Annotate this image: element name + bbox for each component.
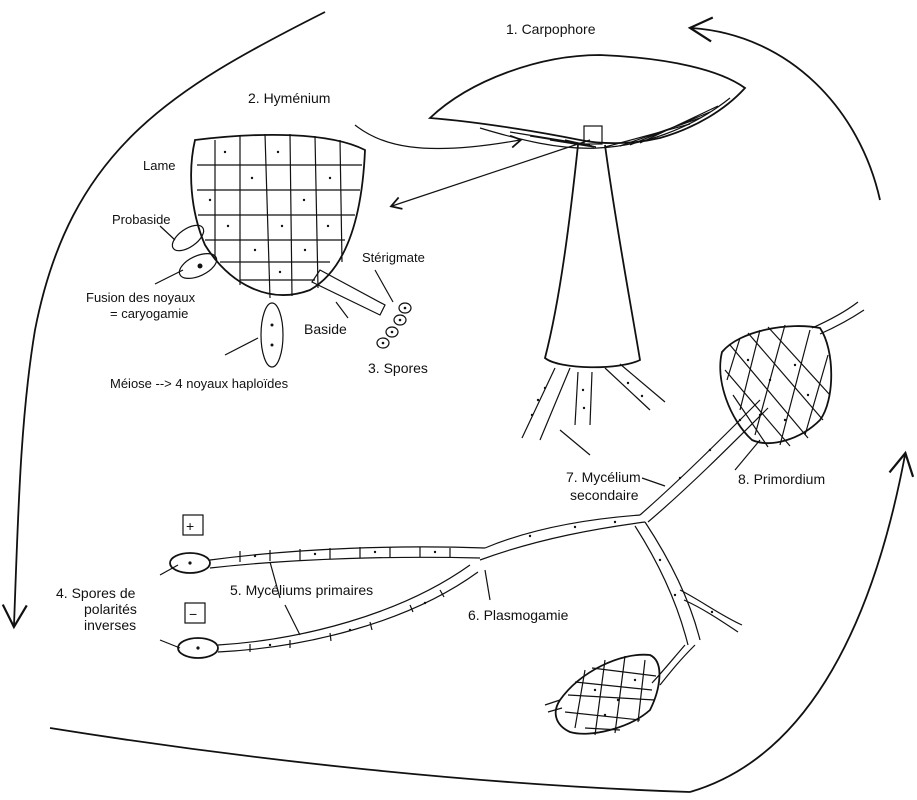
label-sterigmate: Stérigmate	[362, 250, 425, 265]
carpophore-drawing	[430, 55, 745, 440]
label-spores-polarites-line1: 4. Spores de	[56, 585, 136, 601]
label-hymenium: 2. Hyménium	[248, 90, 330, 106]
label-baside: Baside	[304, 321, 347, 337]
primordium-lower-drawing	[545, 655, 659, 735]
primordium-drawing	[720, 302, 864, 447]
label-mycelium-secondaire-line2: secondaire	[570, 487, 639, 503]
minus-symbol: −	[189, 606, 197, 622]
label-plasmogamie: 6. Plasmogamie	[468, 607, 569, 623]
label-mycelium-secondaire-line1: 7. Mycélium	[566, 469, 641, 485]
plus-symbol: +	[186, 518, 194, 534]
meiosis-cell	[261, 303, 283, 367]
label-lame: Lame	[143, 158, 176, 173]
cycle-arrow-top-right	[692, 28, 880, 200]
label-primordium: 8. Primordium	[738, 471, 825, 487]
baside-cell	[312, 270, 385, 315]
label-spores: 3. Spores	[368, 360, 428, 376]
label-myceliums-primaires: 5. Mycéliums primaires	[230, 582, 373, 598]
label-spores-polarites-line2: polarités	[84, 601, 137, 617]
label-carpophore: 1. Carpophore	[506, 21, 596, 37]
label-probaside: Probaside	[112, 212, 171, 227]
cycle-arrow-bottom	[50, 728, 690, 792]
secondary-mycelium	[480, 400, 768, 685]
hymenium-pointer-arrow	[355, 125, 520, 149]
polarity-spores	[170, 515, 218, 658]
label-meiose: Méiose --> 4 noyaux haploïdes	[110, 376, 289, 391]
primary-mycelia	[210, 547, 485, 652]
label-fusion-line2: = caryogamie	[110, 306, 188, 321]
label-fusion-line1: Fusion des noyaux	[86, 290, 196, 305]
label-spores-polarites-line3: inverses	[84, 617, 136, 633]
cycle-arrow-right-up	[690, 455, 905, 792]
